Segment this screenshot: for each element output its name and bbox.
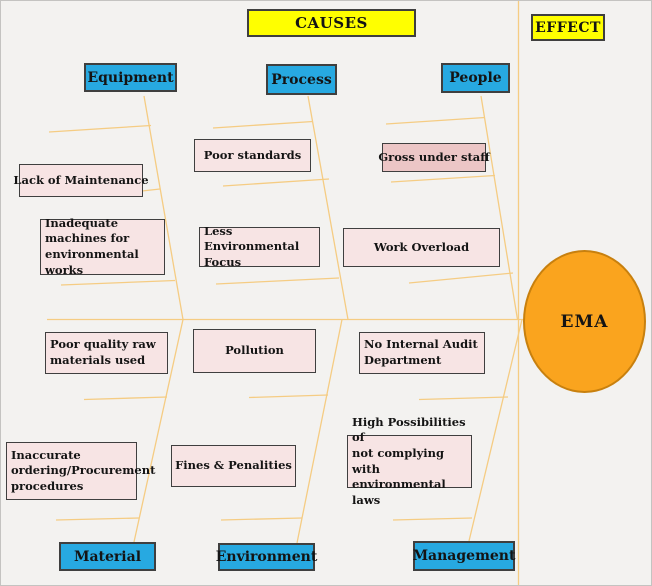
cause-inadequate-machines: Inadequate machines for environmental wo… bbox=[40, 216, 165, 277]
category-people: People bbox=[441, 63, 510, 93]
rib-environment bbox=[296, 319, 343, 544]
category-process: Process bbox=[266, 64, 337, 95]
twig-management-1 bbox=[418, 396, 509, 401]
cause-poor-standards: Poor standards bbox=[194, 139, 311, 172]
cause-fines-and-penalities: Fines & Penalities bbox=[171, 445, 296, 487]
twig-process-1 bbox=[212, 120, 314, 129]
cause-work-overload: Work Overload bbox=[343, 228, 500, 267]
twig-process-3 bbox=[215, 277, 340, 285]
twig-people-2 bbox=[390, 174, 496, 183]
twig-process-2 bbox=[222, 178, 330, 187]
twig-equipment-1 bbox=[48, 124, 152, 133]
cause-poor-quality-raw-materials: Poor quality raw materials used bbox=[45, 332, 168, 374]
cause-no-internal-audit: No Internal Audit Department bbox=[359, 332, 485, 374]
effect-node-ema: EMA bbox=[523, 250, 646, 393]
rib-management bbox=[468, 319, 523, 542]
rib-people bbox=[480, 95, 519, 320]
twig-equipment-2 bbox=[141, 188, 161, 192]
effect-label: EFFECT bbox=[531, 14, 605, 41]
cause-lack-of-maintenance: Lack of Maintenance bbox=[13, 164, 149, 197]
cause-less-environmental-focus: Less Environmental Focus bbox=[199, 224, 320, 269]
category-equipment: Equipment bbox=[84, 63, 177, 92]
category-management: Management bbox=[413, 541, 515, 571]
rib-equipment bbox=[143, 95, 184, 320]
twig-people-3 bbox=[408, 272, 514, 284]
twig-equipment-3 bbox=[60, 279, 176, 286]
category-environment: Environment bbox=[216, 543, 317, 571]
twig-management-2 bbox=[392, 517, 473, 521]
cause-pollution: Pollution bbox=[193, 329, 316, 373]
twig-environment-2 bbox=[220, 517, 303, 521]
twig-material-2 bbox=[55, 517, 140, 521]
twig-environment-1 bbox=[248, 394, 329, 399]
twig-material-1 bbox=[83, 396, 168, 401]
twig-people-1 bbox=[385, 116, 486, 125]
rib-material bbox=[133, 319, 184, 543]
cause-inaccurate-ordering: Inaccurate ordering/Procurement procedur… bbox=[6, 442, 155, 500]
cause-high-possibilities: High Possibilities of not complying with… bbox=[347, 415, 472, 507]
cause-gross-under-staff: Gross under staff bbox=[378, 143, 490, 172]
rib-process bbox=[307, 95, 349, 320]
causes-label: CAUSES bbox=[247, 9, 416, 37]
category-material: Material bbox=[59, 542, 156, 571]
